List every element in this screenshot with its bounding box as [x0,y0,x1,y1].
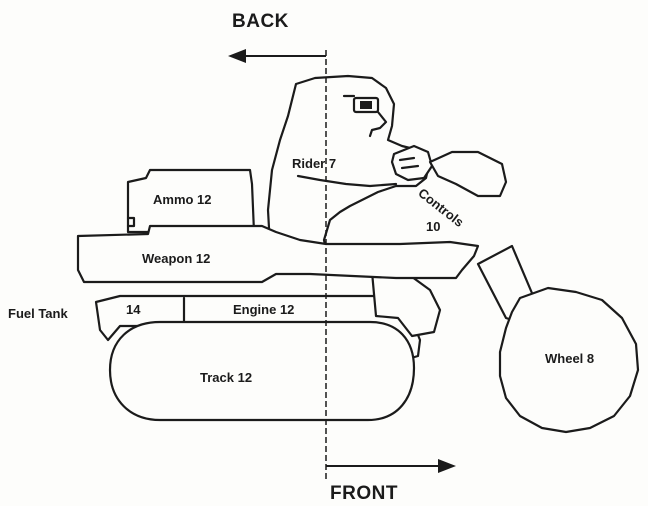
fuel-tank-label: Fuel Tank [8,307,68,320]
engine-label: Engine 12 [233,303,294,316]
controls-value: 10 [426,220,440,233]
rider-label: Rider 7 [292,157,336,170]
weapon-label: Weapon 12 [142,252,210,265]
track-shape [110,322,414,420]
fairing-shape [430,152,506,196]
front-arrow-head [438,459,456,473]
back-label: BACK [232,12,289,31]
front-label: FRONT [330,484,398,503]
track-label: Track 12 [200,371,252,384]
weapon-barrel [78,226,478,282]
fuel-tank-value: 14 [126,303,140,316]
ammo-label: Ammo 12 [153,193,212,206]
back-arrow-head [228,49,246,63]
wheel-label: Wheel 8 [545,352,594,365]
